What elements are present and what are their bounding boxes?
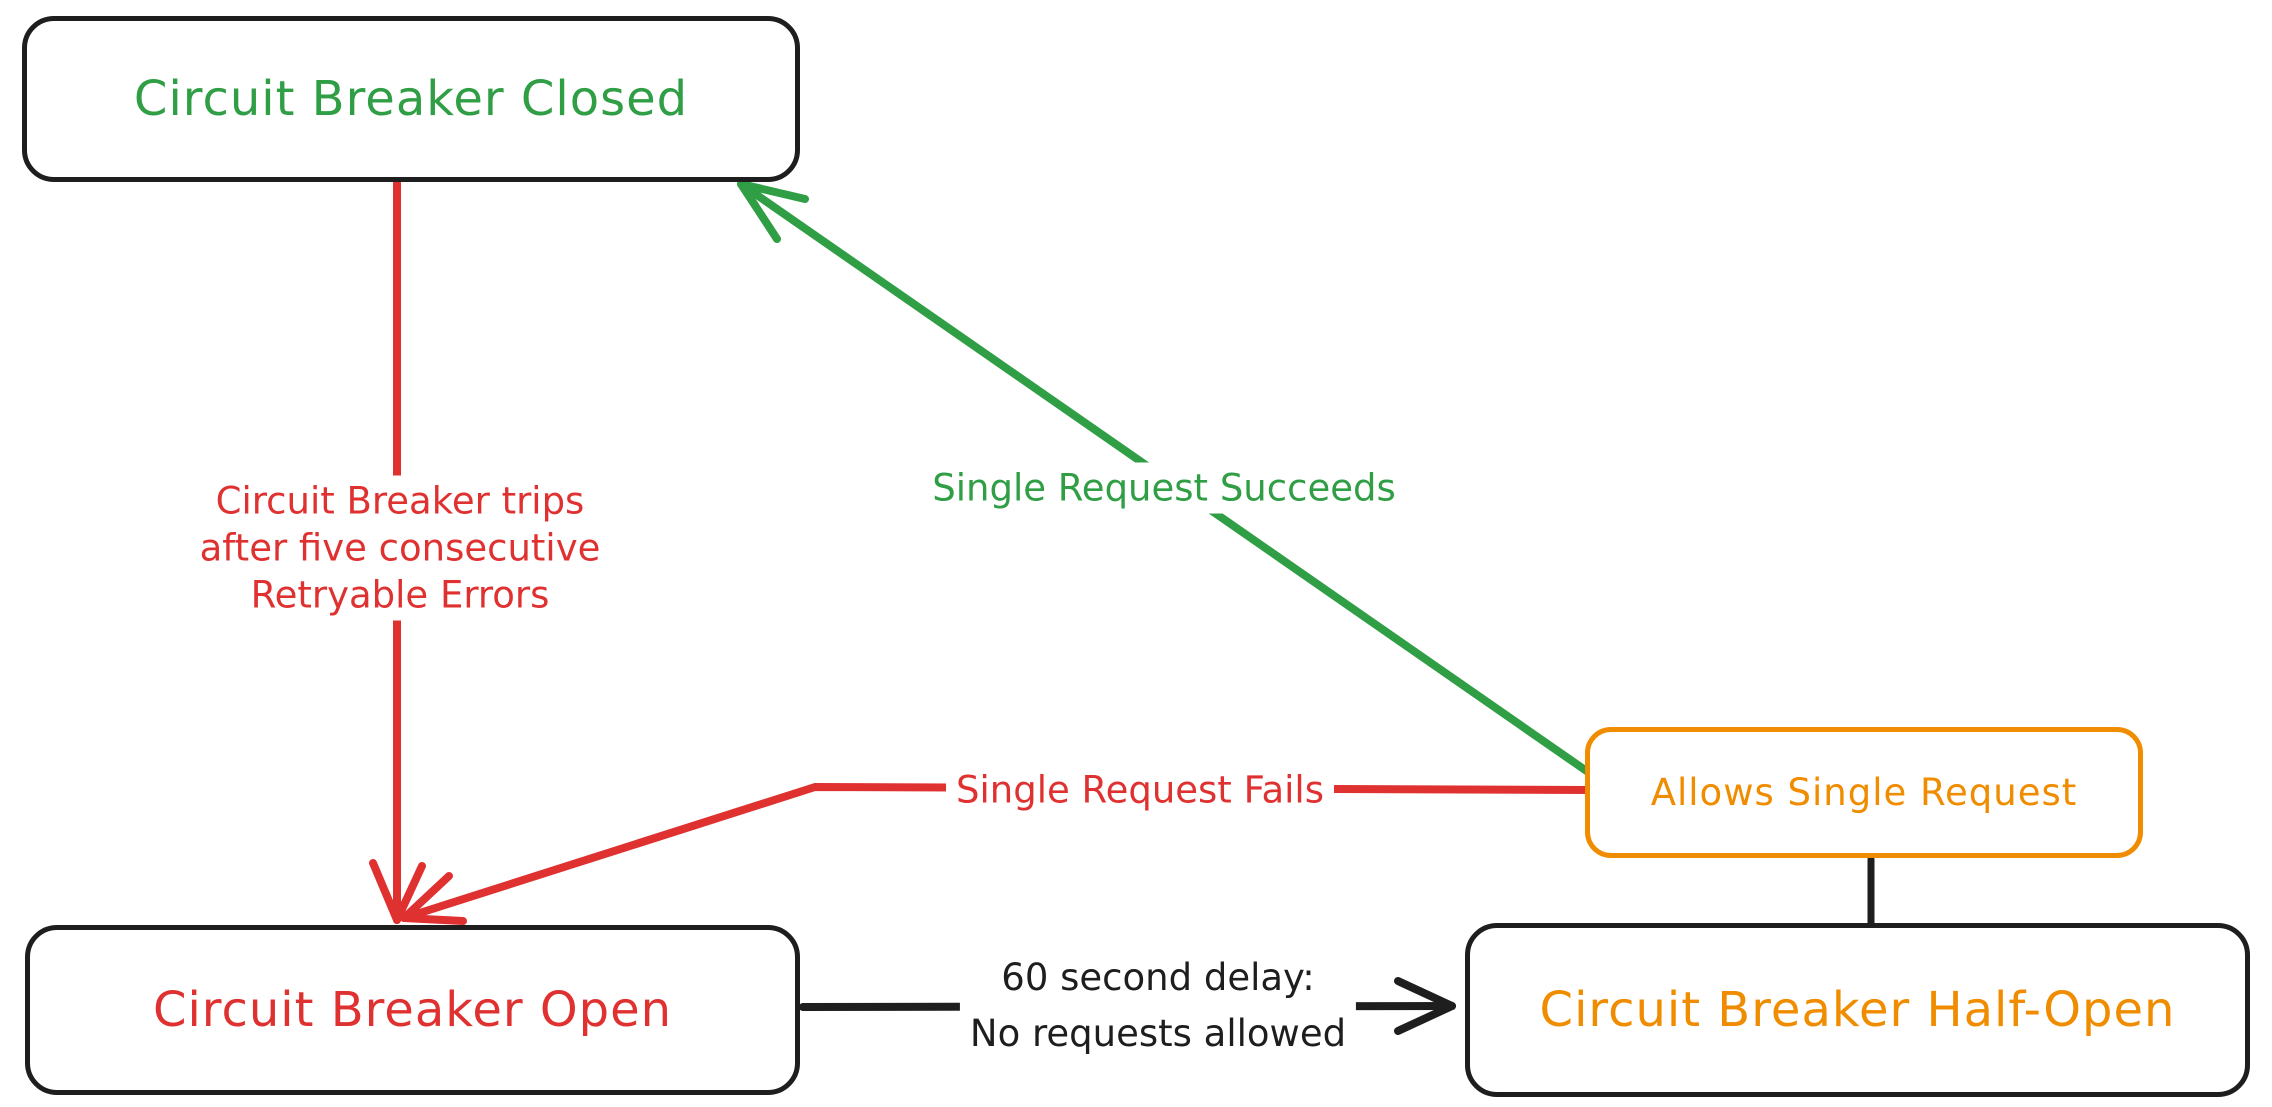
- node-circuit-breaker-half-open: Circuit Breaker Half-Open: [1465, 923, 2250, 1097]
- edge-label-succeeds-text: Single Request Succeeds: [932, 466, 1396, 510]
- node-circuit-breaker-closed: Circuit Breaker Closed: [22, 16, 800, 182]
- node-allows-single-request: Allows Single Request: [1585, 727, 2143, 858]
- edge-label-succeeds: Single Request Succeeds: [922, 462, 1406, 514]
- edge-label-delay-line1: 60 second delay:: [1001, 956, 1315, 999]
- edge-label-trips-line2: after five consecutive: [199, 526, 601, 570]
- edge-label-delay: 60 second delay: No requests allowed: [959, 948, 1357, 1064]
- edge-label-trips-line1: Circuit Breaker trips: [215, 479, 585, 523]
- node-open-label: Circuit Breaker Open: [152, 982, 673, 1038]
- node-circuit-breaker-open: Circuit Breaker Open: [25, 925, 800, 1095]
- edge-label-delay-line2: No requests allowed: [969, 1012, 1347, 1055]
- edge-label-trips-line3: Retryable Errors: [250, 573, 550, 617]
- edge-label-trips: Circuit Breaker trips after five consecu…: [189, 475, 611, 621]
- edge-label-fails: Single Request Fails: [946, 764, 1334, 816]
- node-closed-label: Circuit Breaker Closed: [133, 71, 689, 127]
- node-half-open-label: Circuit Breaker Half-Open: [1539, 982, 2176, 1038]
- node-allows-label: Allows Single Request: [1650, 771, 2078, 814]
- edge-label-fails-text: Single Request Fails: [956, 768, 1324, 812]
